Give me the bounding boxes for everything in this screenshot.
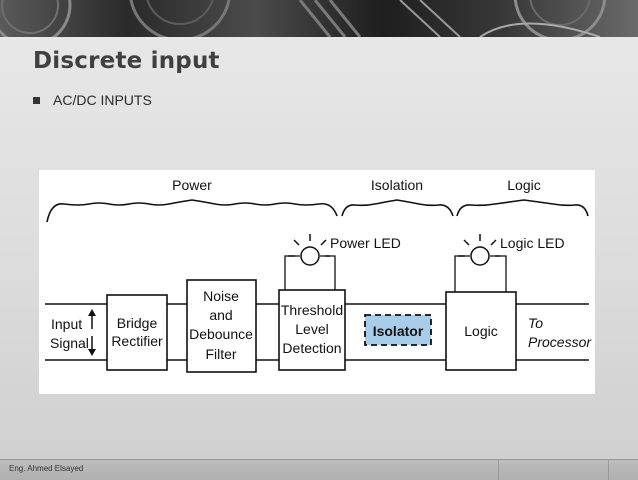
power-led-wire-right [320, 255, 336, 290]
bridge-label-line1: Bridge [117, 315, 158, 331]
output-label-line2: Processor [528, 334, 592, 350]
section-label-isolation: Isolation [371, 177, 423, 193]
filter-label-line4: Filter [205, 346, 236, 362]
power-led-icon [288, 234, 330, 266]
input-arrows-icon [88, 309, 96, 356]
logic-led-wire [454, 255, 470, 292]
bridge-label-line2: Rectifier [111, 333, 163, 349]
isolator-label: Isolator [373, 323, 424, 339]
block-bridge-rectifier [106, 294, 168, 371]
threshold-label-line2: Level [295, 321, 328, 337]
slide-title: Discrete input [33, 48, 220, 74]
bullet-text: AC/DC INPUTS [53, 92, 152, 108]
filter-label-line3: Debounce [189, 326, 253, 342]
power-brace [46, 199, 338, 223]
footer-author: Eng. Ahmed Elsayed [9, 464, 84, 473]
input-label-line2: Signal [50, 335, 89, 351]
block-noise-debounce-filter [186, 279, 257, 373]
output-label-line1: To [528, 315, 543, 331]
square-bullet-icon [33, 97, 40, 104]
bullet-item: AC/DC INPUTS [33, 92, 152, 108]
block-diagram-svg: Power Isolation Logic Power LED Logic [45, 177, 592, 373]
logic-led-wire-right [490, 255, 507, 292]
threshold-label-line1: Threshold [281, 302, 343, 318]
section-label-power: Power [172, 177, 212, 193]
block-threshold-detection [278, 289, 346, 371]
isolation-brace [341, 199, 454, 217]
logic-block-label: Logic [464, 323, 497, 339]
footer-bar [0, 459, 638, 480]
filter-label-line2: and [209, 307, 232, 323]
filter-label-line1: Noise [203, 288, 239, 304]
block-isolator [364, 314, 432, 346]
section-label-logic: Logic [507, 177, 540, 193]
power-led-wire [284, 255, 300, 290]
footer-divider [608, 460, 609, 480]
banner-decoration [0, 0, 607, 37]
logic-led-icon [458, 234, 500, 266]
logic-led-label: Logic LED [500, 235, 565, 251]
block-logic [445, 291, 517, 371]
input-label-line1: Input [51, 316, 82, 332]
threshold-label-line3: Detection [282, 340, 341, 356]
header-banner-image [0, 0, 638, 37]
logic-brace [456, 199, 589, 217]
power-led-label: Power LED [330, 235, 401, 251]
footer-divider [498, 460, 499, 480]
block-diagram: Power Isolation Logic Power LED Logic [39, 170, 595, 394]
